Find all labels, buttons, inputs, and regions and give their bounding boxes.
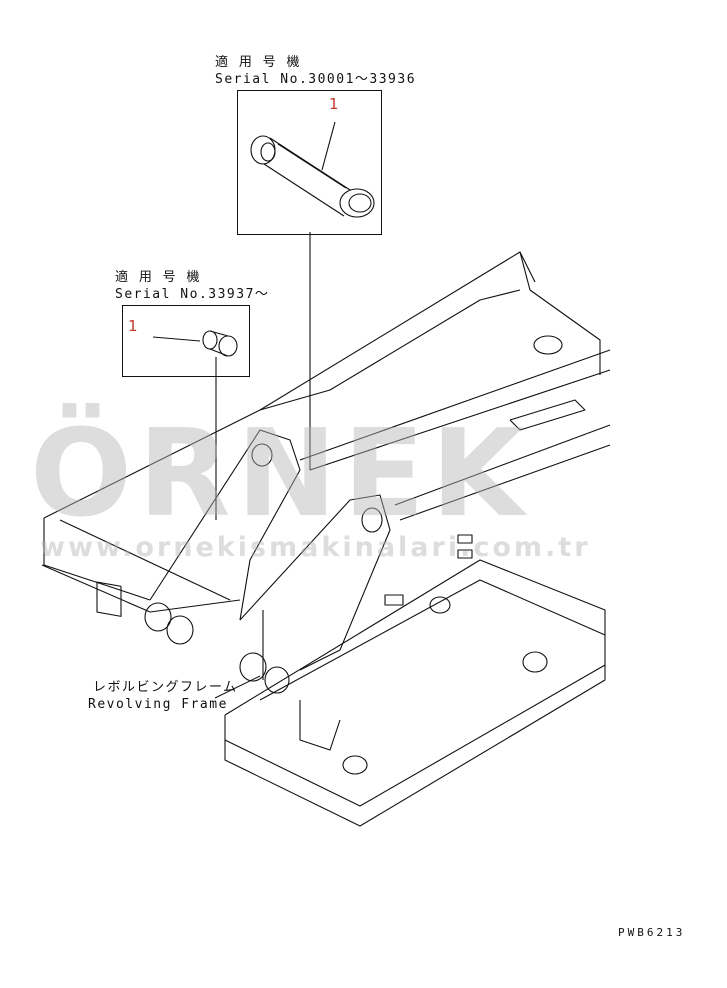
upper-part-box [237,90,382,235]
watermark-url: www.ornekismakinalari.com.tr [40,532,591,563]
upper-jp-title: 適 用 号 機 [215,55,301,70]
bushing-part-illustration [202,330,238,357]
pin-part-illustration [250,135,375,218]
lower-serial-range: Serial No.33937～ [115,287,270,302]
frame-label-jp: レボルビングフレーム [93,680,238,695]
upper-serial-range: Serial No.30001～33936 [215,72,417,87]
drawing-code: PWB6213 [618,926,686,939]
lower-part-box [122,305,250,377]
upper-callout-number: 1 [329,95,339,113]
lower-callout-number: 1 [128,317,138,335]
frame-outline [41,251,611,827]
lower-jp-title: 適 用 号 機 [115,270,201,285]
frame-label-en: Revolving Frame [88,697,228,712]
watermark-brand: ÖRNEK [30,405,530,544]
